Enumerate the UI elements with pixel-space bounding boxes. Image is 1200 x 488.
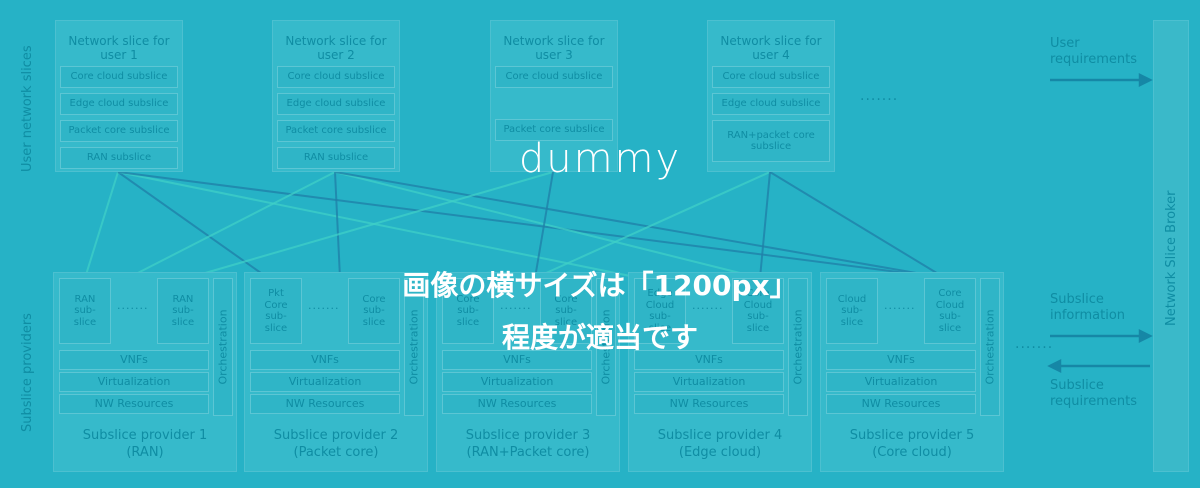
provider-inner-ellipsis: ······· <box>117 302 149 315</box>
provider-layer: Virtualization <box>442 372 592 392</box>
orchestration-column: Orchestration <box>404 278 424 416</box>
provider-right-subslice: Core Cloud sub- slice <box>924 278 976 344</box>
user-slice-title: Network slice for user 2 <box>285 34 387 63</box>
caption-line-2: 程度が適当です <box>501 321 698 354</box>
connection-line-2 <box>117 171 641 279</box>
provider-left-subslice: RAN sub- slice <box>59 278 111 344</box>
connection-line-11 <box>759 171 771 279</box>
subslice-requirements-label: Subslice requirements <box>1050 378 1137 410</box>
subslice-cell: Packet core subslice <box>495 119 613 141</box>
orchestration-column: Orchestration <box>788 278 808 416</box>
broker-label: Network Slice Broker <box>1164 190 1179 326</box>
provider-right-subslice: Core sub- slice <box>348 278 400 344</box>
connection-line-10 <box>534 171 771 279</box>
provider-title: Subslice provider 5 (Core cloud) <box>849 428 975 460</box>
user-slice-title: Network slice for user 3 <box>503 34 605 63</box>
provider-ellipsis: ······· <box>1015 340 1054 356</box>
provider-right-subslice: RAN sub- slice <box>157 278 209 344</box>
provider-title: Subslice provider 4 (Edge cloud) <box>657 428 783 460</box>
provider-right-subslice: Core sub- slice <box>540 278 592 344</box>
provider-layer: NW Resources <box>442 394 592 414</box>
subslice-cell: RAN subslice <box>60 147 178 169</box>
provider-layer: NW Resources <box>59 394 209 414</box>
subslice-cell: Core cloud subslice <box>60 66 178 88</box>
caption-line-1: 画像の横サイズは「1200px」 <box>402 269 798 302</box>
connection-line-7 <box>334 171 946 279</box>
provider-layer: Virtualization <box>826 372 976 392</box>
subslice-cell: Edge cloud subslice <box>277 93 395 115</box>
subslice-information-label: Subslice information <box>1050 292 1126 324</box>
orchestration-column: Orchestration <box>980 278 1000 416</box>
connection-line-12 <box>769 171 946 279</box>
connection-line-0 <box>84 171 119 279</box>
provider-left-subslice: Core sub- slice <box>442 278 494 344</box>
provider-layer: VNFs <box>250 350 400 370</box>
connection-line-8 <box>187 171 554 279</box>
connection-line-6 <box>334 171 761 279</box>
subslice-cell: Packet core subslice <box>277 120 395 142</box>
subslice-cell: Core cloud subslice <box>495 66 613 88</box>
subslice-cell: Core cloud subslice <box>277 66 395 88</box>
provider-layer: VNFs <box>634 350 784 370</box>
network-slice-broker <box>1153 20 1189 472</box>
dummy-text: dummy <box>518 136 682 182</box>
user-requirements-label: User requirements <box>1050 36 1137 68</box>
provider-inner-ellipsis: ······· <box>692 302 724 315</box>
provider-layer: NW Resources <box>634 394 784 414</box>
provider-title: Subslice provider 2 (Packet core) <box>273 428 399 460</box>
provider-layer: NW Resources <box>826 394 976 414</box>
subslice-cell: Edge cloud subslice <box>712 93 830 115</box>
provider-layer: Virtualization <box>634 372 784 392</box>
subslice-cell: Core cloud subslice <box>712 66 830 88</box>
orchestration-column: Orchestration <box>213 278 233 416</box>
provider-layer: VNFs <box>442 350 592 370</box>
connection-line-9 <box>534 171 554 279</box>
provider-layer: VNFs <box>826 350 976 370</box>
provider-layer: VNFs <box>59 350 209 370</box>
user-slice-title: Network slice for user 4 <box>720 34 822 63</box>
provider-title: Subslice provider 1 (RAN) <box>82 428 208 460</box>
user-slice-title: Network slice for user 1 <box>68 34 170 63</box>
provider-inner-ellipsis: ······· <box>500 302 532 315</box>
provider-left-subslice: Pkt Core sub- slice <box>250 278 302 344</box>
provider-layer: Virtualization <box>59 372 209 392</box>
provider-layer: Virtualization <box>250 372 400 392</box>
provider-left-subslice: Edge Cloud sub- slice <box>634 278 686 344</box>
orchestration-column: Orchestration <box>596 278 616 416</box>
subslice-cell: RAN+packet core subslice <box>712 120 830 162</box>
connection-line-3 <box>117 171 946 279</box>
provider-inner-ellipsis: ······· <box>308 302 340 315</box>
connection-line-1 <box>117 171 269 279</box>
subslice-cell: Edge cloud subslice <box>60 93 178 115</box>
user-slice-3 <box>490 20 618 172</box>
connection-line-5 <box>334 171 341 279</box>
provider-title: Subslice provider 3 (RAN+Packet core) <box>465 428 591 460</box>
subslice-cell: RAN subslice <box>277 147 395 169</box>
provider-right-subslice: Core Cloud sub- slice <box>732 278 784 344</box>
provider-left-subslice: Cloud sub- slice <box>826 278 878 344</box>
provider-layer: NW Resources <box>250 394 400 414</box>
connection-line-4 <box>127 171 336 279</box>
slice-ellipsis: ······· <box>860 92 899 108</box>
provider-inner-ellipsis: ······· <box>884 302 916 315</box>
subslice-cell: Packet core subslice <box>60 120 178 142</box>
